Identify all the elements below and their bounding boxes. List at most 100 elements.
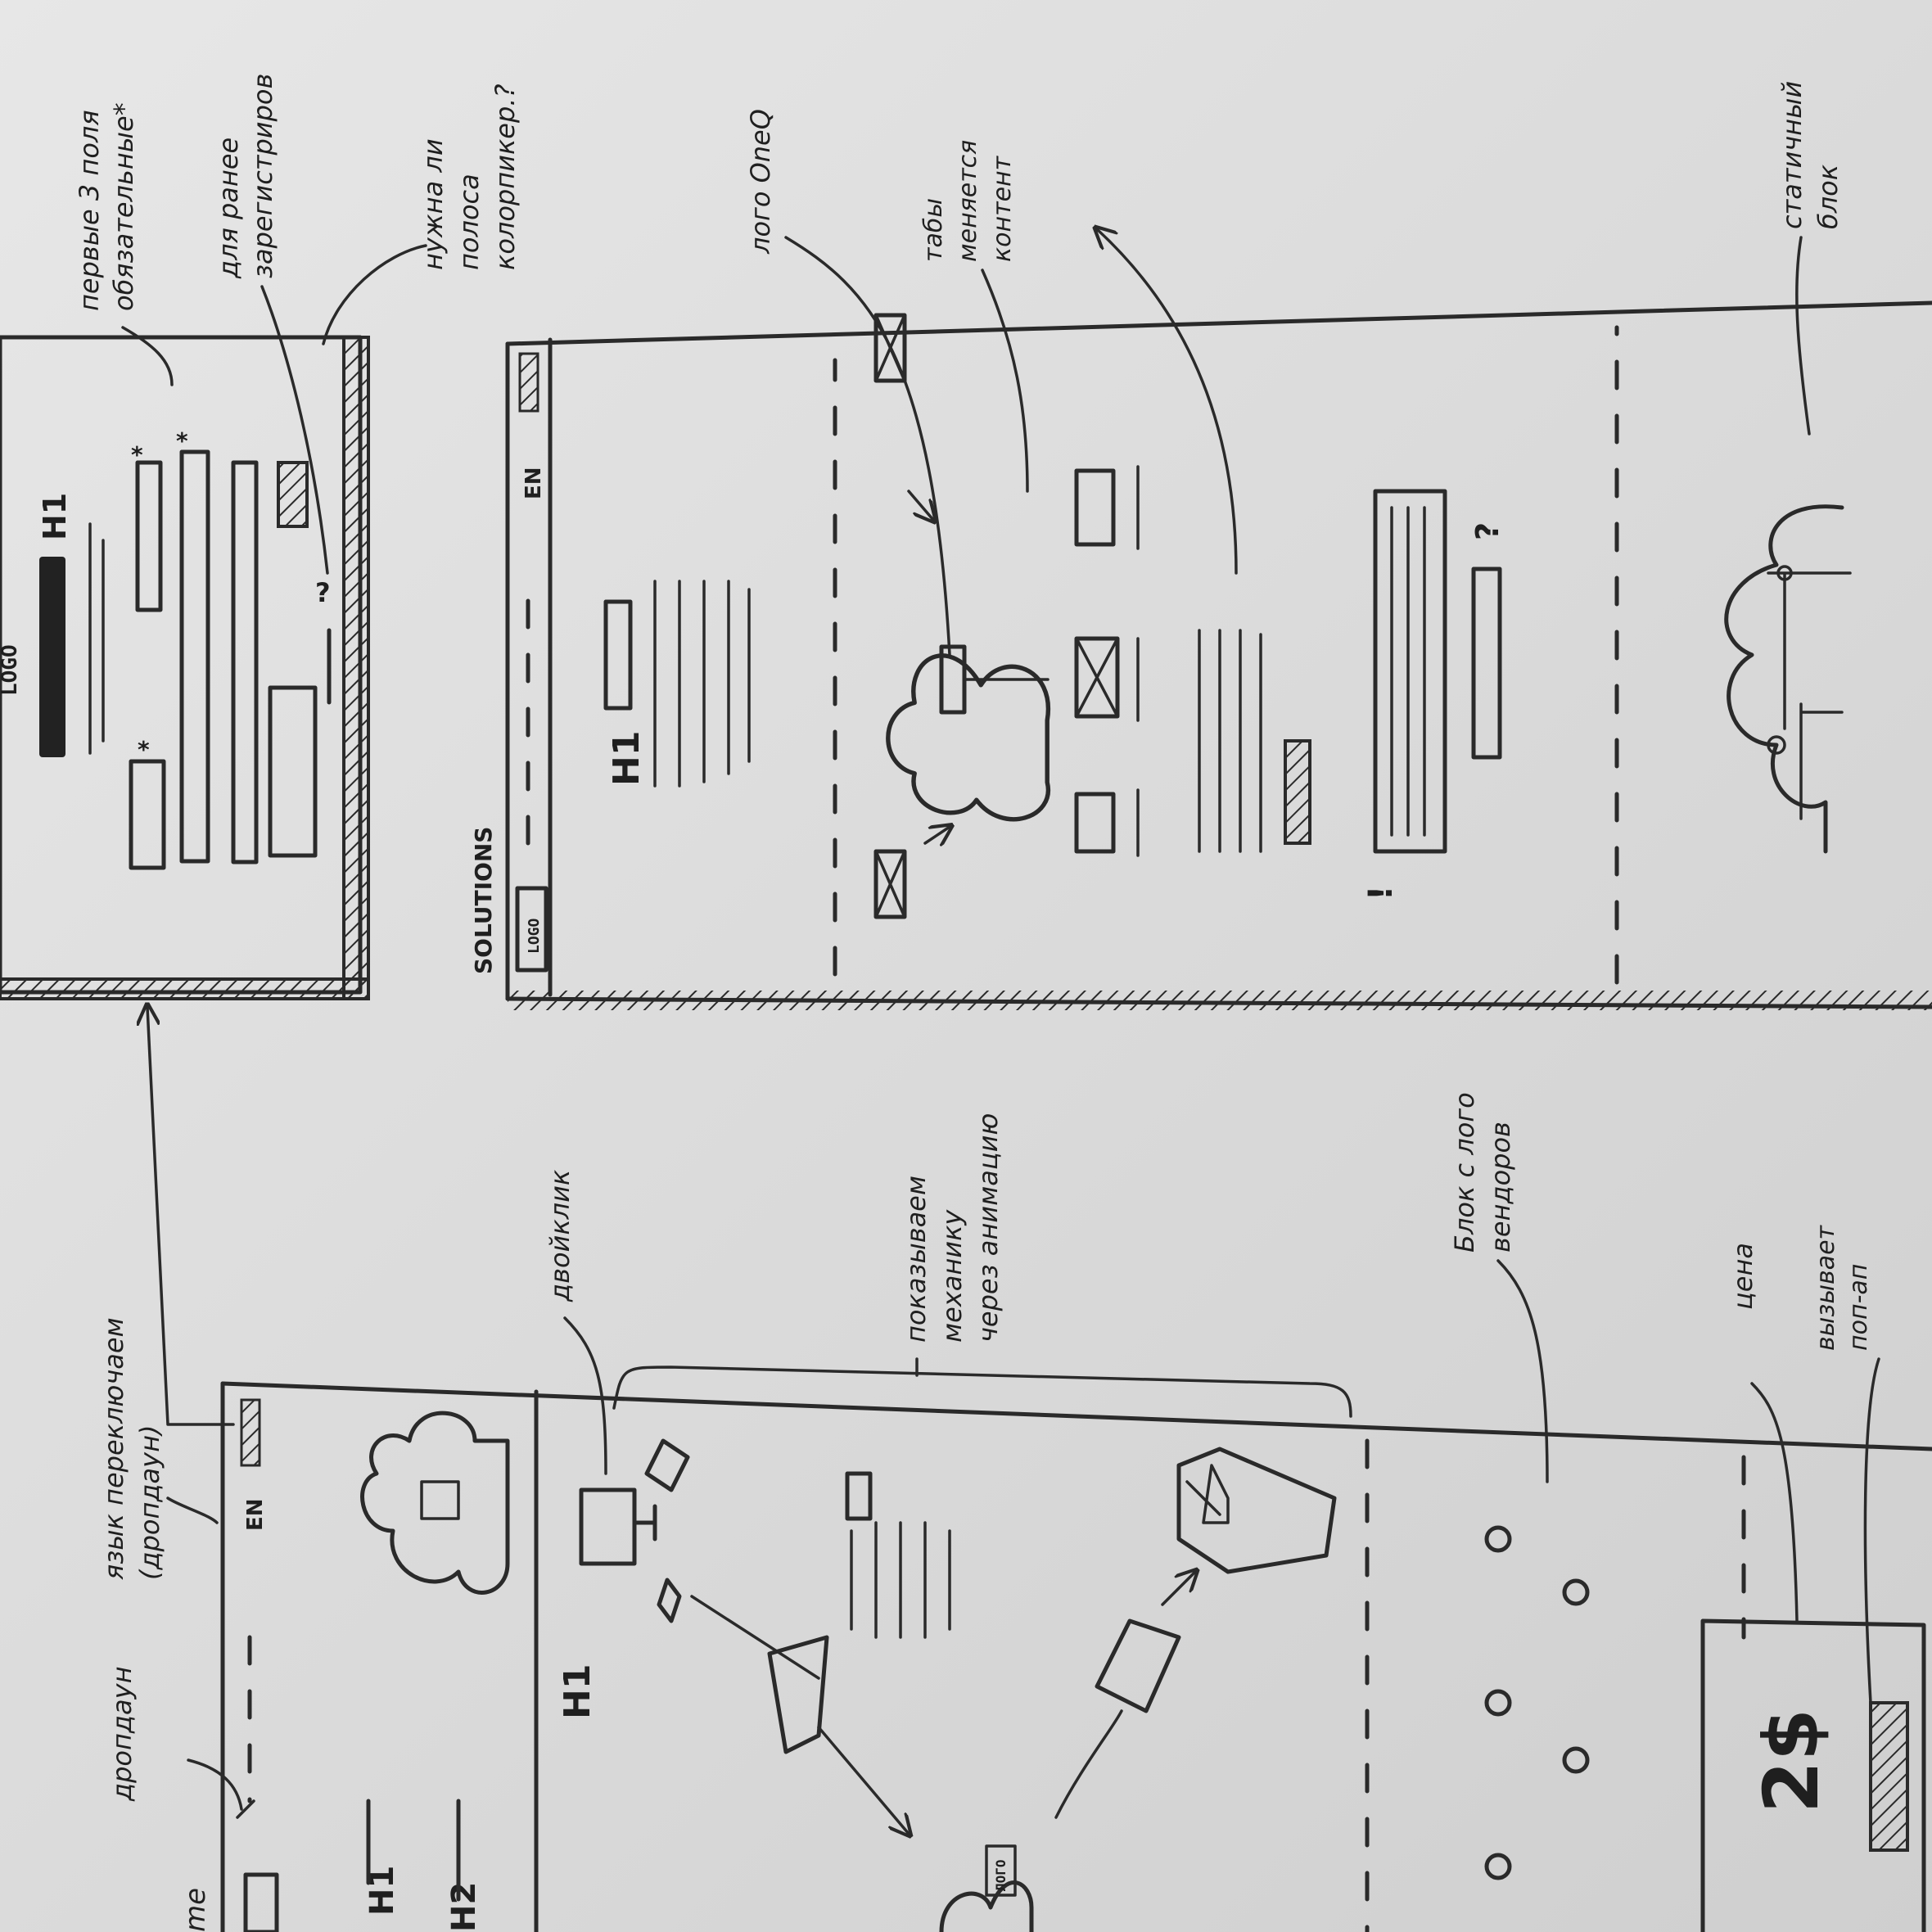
note-vendor-logos: Блок с лого вендоров bbox=[1449, 1084, 1516, 1253]
note-dropdown: дропдаун bbox=[106, 1666, 138, 1802]
vendor-logo-5 bbox=[1484, 1853, 1512, 1880]
vendor-logo-3 bbox=[1484, 1689, 1512, 1717]
note-language-switch: язык переключаем (дропдаун) bbox=[98, 1309, 165, 1580]
solutions-static-cloud-node-1 bbox=[1776, 565, 1793, 581]
doc-icon-1 bbox=[644, 1438, 690, 1492]
solutions-exclaim: ! bbox=[1362, 886, 1400, 901]
home-hero-cloud bbox=[360, 1411, 510, 1595]
form-logo-text: LOGO bbox=[0, 644, 22, 696]
solutions-lang: EN bbox=[521, 467, 546, 499]
note-first-three-required: первые 3 поля обязательные* bbox=[74, 102, 139, 311]
solutions-static-cloud bbox=[1724, 504, 1844, 854]
required-star-2: * bbox=[131, 441, 143, 468]
solutions-arrow-2 bbox=[923, 827, 950, 843]
solutions-tab-text bbox=[1198, 629, 1262, 853]
solutions-cloud-icon-bottom bbox=[873, 849, 907, 919]
note-static-block: статичный блок bbox=[1776, 73, 1844, 229]
leader-line-tabs bbox=[981, 269, 1029, 493]
vendor-logo-1 bbox=[1484, 1525, 1512, 1553]
buy-button bbox=[1869, 1701, 1909, 1852]
server-icon bbox=[1176, 1447, 1337, 1574]
note-calls-popup: вызывает поп-ап bbox=[1812, 1217, 1873, 1351]
form-subtitle-lines bbox=[88, 522, 105, 755]
home-frame-top bbox=[220, 1381, 1932, 1451]
solutions-static-cloud-details bbox=[1767, 571, 1852, 820]
leader-line-popup bbox=[1863, 1357, 1880, 1704]
home-cloud-logo-text: ЛОГО bbox=[993, 1859, 1009, 1891]
note-home: me bbox=[179, 1888, 212, 1932]
form-wireframe: LOGO H1 * * * ? первые 3 поля обязательн… bbox=[0, 74, 521, 1000]
solutions-info-lines bbox=[1390, 506, 1426, 837]
solutions-cta-button bbox=[518, 352, 539, 413]
solutions-heading: H1 bbox=[606, 731, 648, 786]
solutions-input bbox=[1471, 567, 1502, 760]
arrow-tabs-return bbox=[1097, 229, 1238, 575]
solutions-tab-button bbox=[1284, 739, 1311, 845]
solutions-wireframe: LOGO SOLUTIONS EN H1 ! ? bbox=[470, 73, 1932, 1010]
solutions-logo-box bbox=[515, 886, 548, 973]
leader-line-oneq bbox=[784, 236, 951, 657]
home-cloud-logo bbox=[939, 1880, 1034, 1932]
solutions-cloud-icon-bottom-cross bbox=[874, 850, 906, 919]
home-cta-button bbox=[240, 1398, 261, 1467]
solutions-tab-2-cross bbox=[1075, 637, 1119, 718]
solutions-tab-3 bbox=[1074, 792, 1116, 854]
leader-line-double-click bbox=[563, 1316, 607, 1475]
leader-line-1 bbox=[121, 326, 174, 386]
solutions-arrow-1 bbox=[907, 490, 933, 520]
animation-flow-line-3 bbox=[1054, 1709, 1123, 1819]
solutions-logo: LOGO bbox=[526, 918, 543, 954]
animation-flow-line-2 bbox=[817, 1726, 909, 1834]
note-tabs-change-content: табы меняется контент bbox=[919, 132, 1017, 262]
note-double-click: двойклик bbox=[544, 1169, 576, 1302]
price-card bbox=[1700, 1618, 1926, 1932]
animation-flow-line-1 bbox=[690, 1595, 820, 1680]
form-field-3 bbox=[179, 449, 210, 864]
form-field-1 bbox=[129, 759, 166, 870]
form-field-4 bbox=[231, 460, 259, 864]
leader-line-price bbox=[1750, 1382, 1799, 1623]
monitor-icon bbox=[579, 1487, 637, 1566]
leader-line-static bbox=[1795, 236, 1811, 436]
monitor-stand bbox=[632, 1504, 657, 1542]
home-cloud-logo-box bbox=[985, 1844, 1017, 1897]
solutions-frame-top bbox=[505, 300, 1932, 346]
doc-icon-2 bbox=[657, 1578, 682, 1623]
solutions-tab-2 bbox=[1074, 636, 1120, 719]
arrow-to-form bbox=[147, 1007, 235, 1426]
form-submit-button bbox=[277, 461, 309, 528]
home-text-lines bbox=[850, 1521, 951, 1639]
form-field-2 bbox=[135, 460, 163, 612]
price-value: 2$ bbox=[1748, 1709, 1835, 1813]
form-question: ? bbox=[315, 577, 331, 608]
solutions-info-box bbox=[1373, 489, 1447, 854]
doc-icon-4 bbox=[1095, 1618, 1181, 1713]
solutions-tab-1 bbox=[1074, 468, 1116, 547]
note-colorpicker-question: нужна ли полоса колорпикер.? bbox=[418, 84, 521, 270]
solutions-question: ? bbox=[1469, 522, 1505, 540]
server-icon-details bbox=[1185, 1464, 1230, 1524]
solutions-cloud bbox=[886, 653, 1051, 822]
home-heading: H1 bbox=[557, 1664, 598, 1719]
solutions-frame-shadow bbox=[508, 991, 1932, 1010]
form-frame-shadow bbox=[342, 336, 370, 1000]
lock-icon bbox=[420, 1480, 460, 1520]
home-sub-heading-2: H2 bbox=[445, 1882, 483, 1932]
home-wireframe: EN H1 H1 H2 ЛОГО bbox=[98, 1084, 1932, 1932]
leader-line-vendors bbox=[1496, 1259, 1549, 1483]
leader-line-3 bbox=[322, 244, 427, 345]
form-frame-shadow-bottom bbox=[0, 977, 370, 1000]
required-star-3: * bbox=[176, 427, 188, 454]
animation-brace bbox=[612, 1357, 1352, 1418]
leader-line-2 bbox=[260, 285, 329, 575]
note-show-mechanism: показываем механику через анимацию bbox=[901, 1113, 1004, 1343]
home-dropdown-chevron bbox=[236, 1799, 255, 1819]
form-logo-bar bbox=[39, 557, 65, 757]
form-heading: H1 bbox=[37, 493, 73, 540]
solutions-static-cloud-node-2 bbox=[1767, 735, 1786, 755]
required-star-1: * bbox=[138, 736, 150, 763]
solutions-nav-label: SOLUTIONS bbox=[470, 827, 497, 974]
note-previously-registered: для ранее зарегистриров bbox=[213, 74, 278, 279]
